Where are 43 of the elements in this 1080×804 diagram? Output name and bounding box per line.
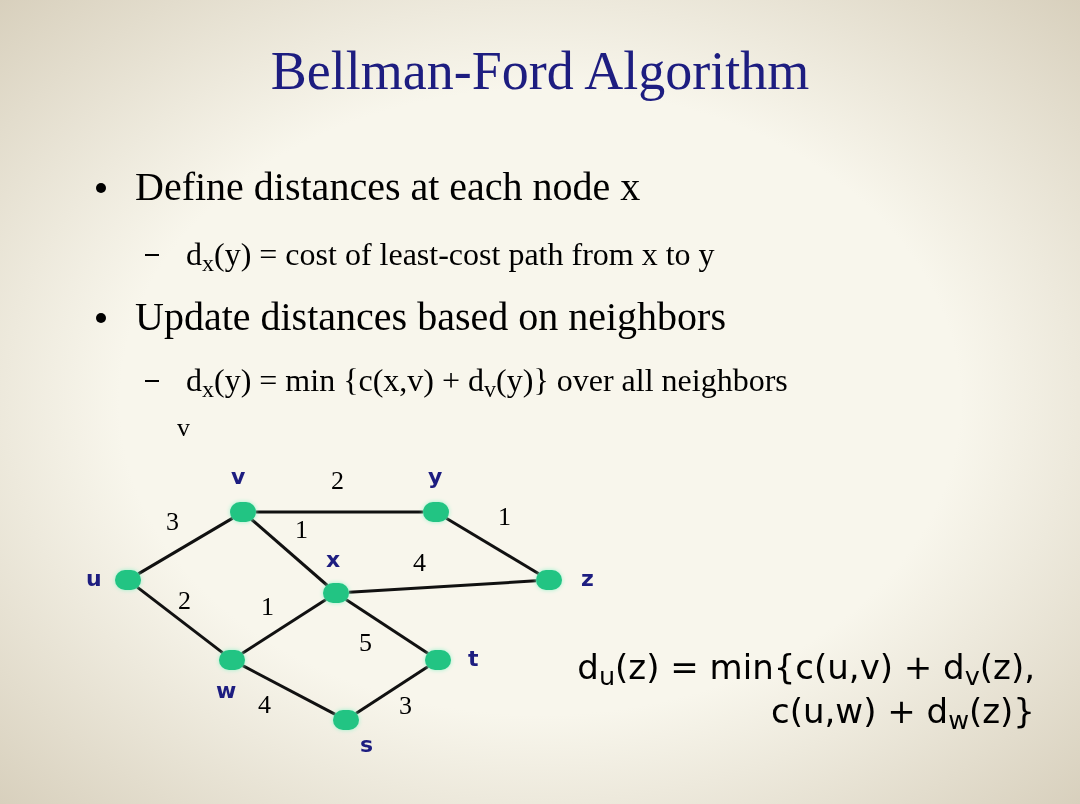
graph-edge xyxy=(242,664,336,716)
node-label: t xyxy=(468,648,479,670)
graph-edge xyxy=(241,598,327,655)
edge-label: 1 xyxy=(498,504,511,530)
sub-bullet-text: d$_{x}$(y) = min {c(x,v) + d$_{v}$(y)} over all neighbors xyxy=(186,361,788,400)
bullet-text: Update distances based on neighbors xyxy=(135,293,726,341)
graph-edge xyxy=(348,579,537,594)
slide-title: Bellman-Ford Algorithm xyxy=(269,40,811,103)
edge-label: 1 xyxy=(261,594,274,620)
subscript-note: v xyxy=(177,412,190,444)
graph-node xyxy=(423,502,449,522)
node-label: w xyxy=(216,680,237,702)
formula-text: d$_{u}$(z) = min{c(u,v) + d$_{v}$(z), c(u,w) + d$_{w}$(z)} xyxy=(576,646,1035,733)
graph-edge xyxy=(250,518,329,587)
graph-node xyxy=(323,583,349,603)
graph-edge xyxy=(355,665,429,715)
sub-bullet-text: d$_{x}$(y) = cost of least-cost path from x to y xyxy=(186,235,715,274)
edge-label: 5 xyxy=(359,630,372,656)
node-label: u xyxy=(86,568,102,590)
graph-edge xyxy=(137,516,234,576)
graph-node xyxy=(536,570,562,590)
edge-label: 4 xyxy=(258,692,271,718)
node-label: s xyxy=(360,734,374,756)
graph-edge xyxy=(445,516,540,576)
graph-node xyxy=(219,650,245,670)
node-label: v xyxy=(231,466,246,488)
edge-label: 2 xyxy=(178,588,191,614)
edge-label: 2 xyxy=(331,468,344,494)
graph-node xyxy=(333,710,359,730)
node-label: x xyxy=(326,549,341,571)
bullet-text: Define distances at each node x xyxy=(135,163,641,211)
graph-node xyxy=(425,650,451,670)
edge-label: 4 xyxy=(413,550,426,576)
edge-label: 1 xyxy=(295,517,308,543)
node-label: y xyxy=(428,466,443,488)
graph-edge xyxy=(256,510,423,514)
graph-node xyxy=(115,570,141,590)
edge-label: 3 xyxy=(166,509,179,535)
edge-label: 3 xyxy=(399,693,412,719)
graph-edge xyxy=(136,585,224,655)
node-label: z xyxy=(581,568,594,590)
graph-node xyxy=(230,502,256,522)
graph-edge xyxy=(345,598,429,655)
